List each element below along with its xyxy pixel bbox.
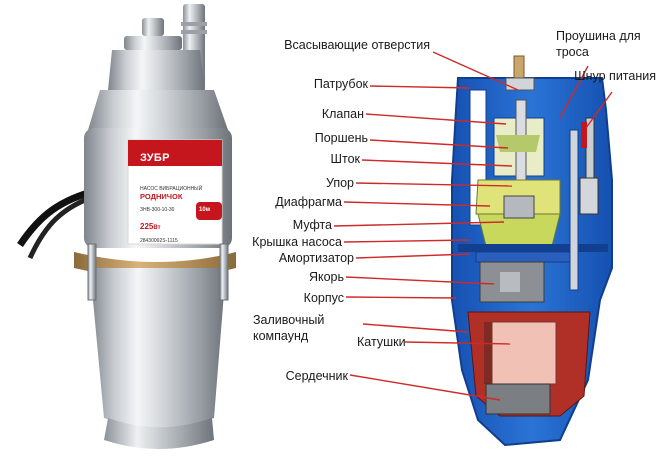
label-coupling: Муфта	[292, 218, 332, 232]
label-rod: Шток	[330, 152, 360, 166]
label-potting-compound: Заливочный компаунд	[253, 313, 325, 343]
cutaway-diagram	[451, 55, 613, 447]
product-power-unit: Вт	[153, 225, 161, 231]
product-subtitle: НАСОС ВИБРАЦИОННЫЙ	[140, 186, 203, 192]
label-housing: Корпус	[303, 291, 344, 305]
product-power: 225Вт	[140, 222, 161, 231]
eyelet-pin	[513, 55, 525, 79]
brand-logo: ЗУБР	[140, 152, 170, 164]
label-piston: Поршень	[314, 131, 368, 145]
product-serial: 28430092S-1115	[140, 238, 178, 244]
leader-lines	[333, 51, 613, 401]
product-depth-badge: 10м	[199, 207, 211, 213]
product-model-code: ЗНВ-300-10-30	[140, 207, 175, 213]
label-pump-cover: Крышка насоса	[252, 235, 342, 249]
label-power-cord: Шнур питания	[574, 69, 656, 83]
label-valve: Клапан	[321, 107, 364, 121]
label-shock-absorber: Амортизатор	[278, 251, 354, 265]
label-eyelet: Проушина для троса	[556, 29, 641, 59]
label-core: Сердечник	[285, 369, 348, 383]
label-diaphragm: Диафрагма	[275, 195, 342, 209]
label-armature: Якорь	[308, 270, 344, 284]
coils	[491, 321, 557, 385]
label-suction-holes: Всасывающие отверстия	[284, 38, 430, 52]
product-model-name: РОДНИЧОК	[140, 192, 183, 201]
label-stop: Упор	[325, 176, 354, 190]
pump-photo	[17, 4, 236, 449]
product-power-value: 225	[140, 222, 154, 231]
label-coils: Катушки	[357, 335, 406, 349]
label-outlet-pipe: Патрубок	[313, 77, 368, 91]
lower-body-photo	[90, 268, 226, 427]
